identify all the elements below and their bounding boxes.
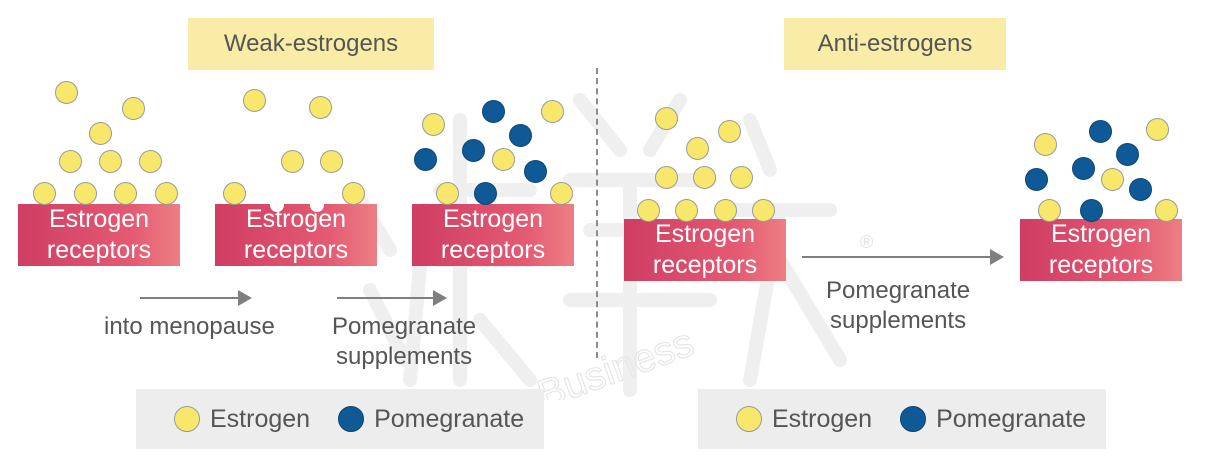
estrogen-molecule: [243, 89, 266, 112]
estrogen-receptor-1: Estrogen receptors: [18, 204, 180, 266]
estrogen-receptor-4: Estrogen receptors: [624, 219, 786, 281]
estrogen-molecule-bound: [342, 182, 365, 205]
estrogen-molecule-bound: [155, 182, 178, 205]
estrogen-molecule: [1034, 133, 1057, 156]
legend-left: Estrogen Pomegranate: [136, 389, 544, 449]
receptor-label: Estrogen: [48, 205, 150, 233]
pomegranate-molecule: [1129, 178, 1152, 201]
arrow-pomegranate-supplements-right: [802, 249, 1004, 265]
watermark-registered-mark-2: ®: [860, 232, 874, 252]
estrogen-molecule-bound: [1038, 199, 1061, 222]
estrogen-molecule: [686, 137, 709, 160]
anti-estrogens-title: Anti-estrogens: [784, 18, 1006, 70]
pomegranate-molecule: [414, 148, 437, 171]
estrogen-molecule-bound: [550, 182, 573, 205]
caption-line: supplements: [830, 307, 967, 334]
estrogen-molecule-bound: [223, 182, 246, 205]
estrogen-molecule: [281, 150, 304, 173]
pomegranate-molecule: [1116, 143, 1139, 166]
estrogen-molecule: [1146, 118, 1169, 141]
estrogen-molecule: [422, 113, 445, 136]
estrogen-legend-swatch: [736, 406, 762, 432]
estrogen-molecule-bound: [114, 182, 137, 205]
caption-line: supplements: [336, 343, 473, 370]
estrogen-molecule-bound: [675, 199, 698, 222]
arrow-pomegranate-supplements-left: [337, 290, 447, 306]
estrogen-molecule: [99, 150, 122, 173]
weak-estrogens-title: Weak-estrogens: [188, 18, 434, 70]
caption-line: Pomegranate: [826, 277, 971, 304]
pomegranate-legend-label: Pomegranate: [374, 404, 525, 433]
receptor-label: Estrogen: [654, 220, 756, 248]
estrogen-molecule: [655, 107, 678, 130]
caption-into-menopause: into menopause: [104, 313, 275, 340]
estrogen-molecule-bound: [1155, 199, 1178, 222]
legend-right: Estrogen Pomegranate: [698, 389, 1106, 449]
estrogen-molecule-bound: [637, 199, 660, 222]
panel-divider: [596, 68, 598, 358]
receptor-label: Estrogen: [1050, 220, 1152, 248]
estrogen-receptor-2: Estrogen receptors: [215, 204, 377, 266]
pomegranate-molecule-bound: [1080, 199, 1103, 222]
receptor-label: receptors: [652, 251, 758, 279]
pomegranate-molecule: [1089, 120, 1112, 143]
caption-pomegranate-supplements-right: Pomegranate supplements: [826, 276, 970, 336]
estrogen-molecule: [320, 150, 343, 173]
estrogen-legend-swatch: [174, 406, 200, 432]
estrogen-molecule: [89, 122, 112, 145]
pomegranate-molecule: [509, 124, 532, 147]
estrogen-molecule: [122, 97, 145, 120]
pomegranate-legend-label: Pomegranate: [936, 404, 1087, 433]
estrogen-molecule: [492, 148, 515, 171]
estrogen-molecule-bound: [74, 182, 97, 205]
estrogen-molecule: [309, 96, 332, 119]
estrogen-molecule: [59, 150, 82, 173]
estrogen-molecule-bound: [714, 199, 737, 222]
estrogen-molecule: [718, 120, 741, 143]
pomegranate-legend-swatch: [900, 406, 927, 432]
estrogen-legend-label: Estrogen: [210, 404, 311, 433]
pomegranate-molecule: [1025, 168, 1048, 191]
estrogen-receptor-5: Estrogen receptors: [1020, 219, 1182, 281]
receptor-label: Estrogen: [442, 205, 544, 233]
estrogen-molecule: [655, 166, 678, 189]
receptor-label: Estrogen: [245, 205, 347, 233]
estrogen-molecule: [139, 150, 162, 173]
empty-binding-site: [310, 204, 324, 212]
estrogen-molecule: [541, 100, 564, 123]
empty-binding-site: [270, 204, 284, 212]
estrogen-molecule-bound: [33, 182, 56, 205]
estrogen-molecule-bound: [436, 182, 459, 205]
pomegranate-legend-swatch: [338, 406, 365, 432]
estrogen-legend-label: Estrogen: [772, 404, 873, 433]
estrogen-molecule: [55, 81, 78, 104]
receptor-label: receptors: [46, 236, 152, 264]
estrogen-molecule-bound: [752, 199, 775, 222]
arrow-into-menopause: [140, 290, 252, 306]
pomegranate-molecule: [482, 100, 505, 123]
receptor-label: receptors: [243, 236, 349, 264]
pomegranate-molecule: [1072, 157, 1095, 180]
pomegranate-molecule-bound: [474, 182, 497, 205]
pomegranate-molecule: [462, 139, 485, 162]
caption-line: Pomegranate: [332, 313, 477, 340]
estrogen-molecule: [1101, 168, 1124, 191]
estrogen-molecule: [730, 166, 753, 189]
receptor-label: receptors: [1048, 251, 1154, 279]
pomegranate-molecule: [524, 160, 547, 183]
estrogen-receptor-3: Estrogen receptors: [412, 204, 574, 266]
caption-pomegranate-supplements-left: Pomegranate supplements: [332, 312, 476, 372]
estrogen-molecule: [693, 166, 716, 189]
receptor-label: receptors: [440, 236, 546, 264]
